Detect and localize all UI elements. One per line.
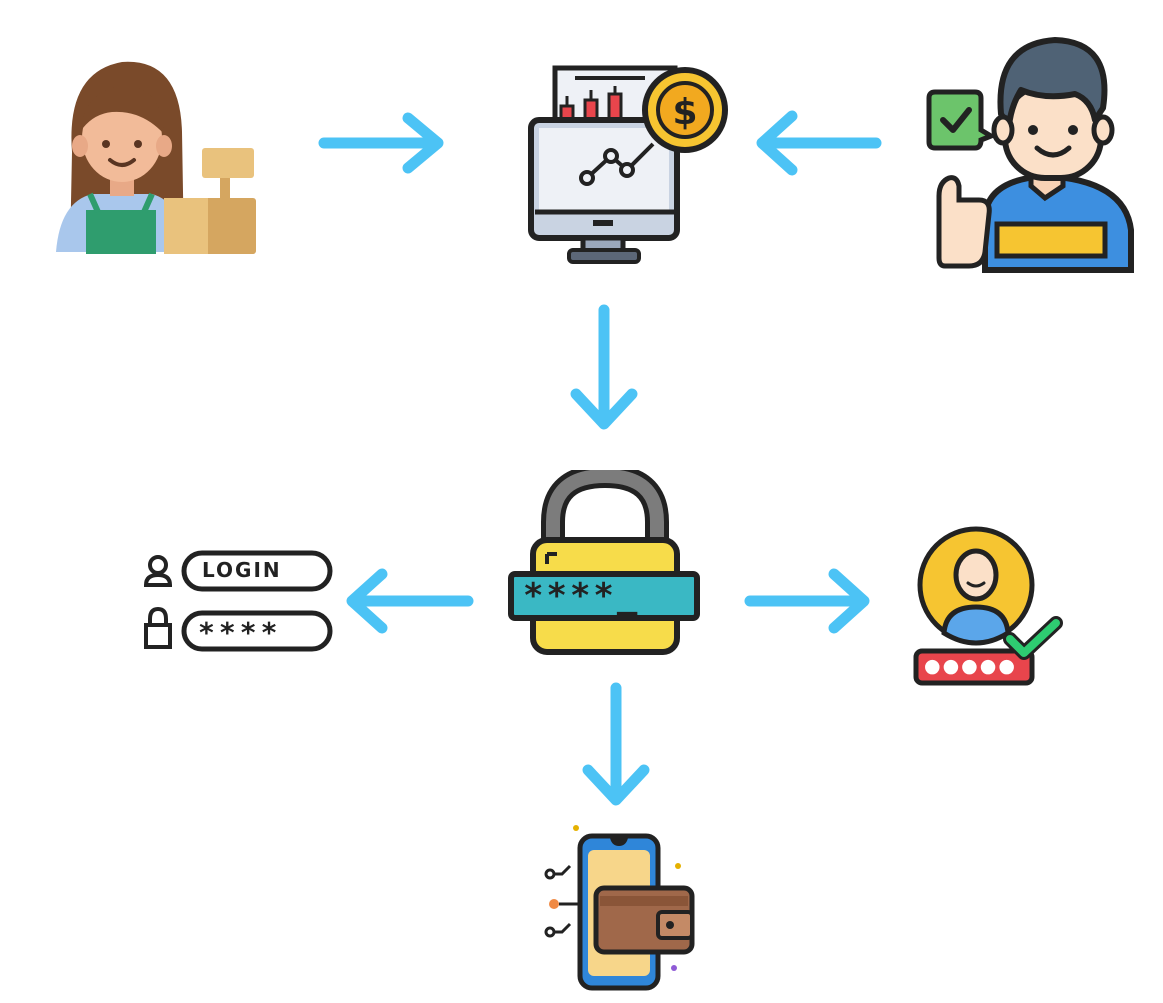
arrow-lock-to-wallet — [582, 682, 650, 806]
lock-password-label: ****_ — [523, 576, 641, 616]
login-username-label: LOGIN — [202, 558, 282, 582]
arrow-dashboard-to-lock — [570, 304, 638, 430]
cashier-woman-icon — [52, 52, 262, 262]
login-password-label: **** — [198, 616, 282, 649]
financial-dashboard-icon: $ — [525, 60, 735, 270]
padlock-password-icon: ****_ — [505, 470, 705, 658]
login-form-icon: LOGIN **** — [140, 545, 340, 663]
mobile-wallet-icon — [540, 820, 695, 995]
coin-symbol: $ — [672, 92, 697, 133]
arrow-lock-to-login — [346, 568, 474, 634]
arrow-cashier-to-dashboard — [318, 112, 444, 174]
customer-thumbs-up-icon — [925, 30, 1140, 275]
profile-pin-label: ●●●●● — [924, 655, 1017, 677]
arrow-lock-to-profile — [744, 568, 870, 634]
verified-profile-icon: ●●●●● — [910, 525, 1065, 690]
arrow-customer-to-dashboard — [756, 110, 882, 176]
